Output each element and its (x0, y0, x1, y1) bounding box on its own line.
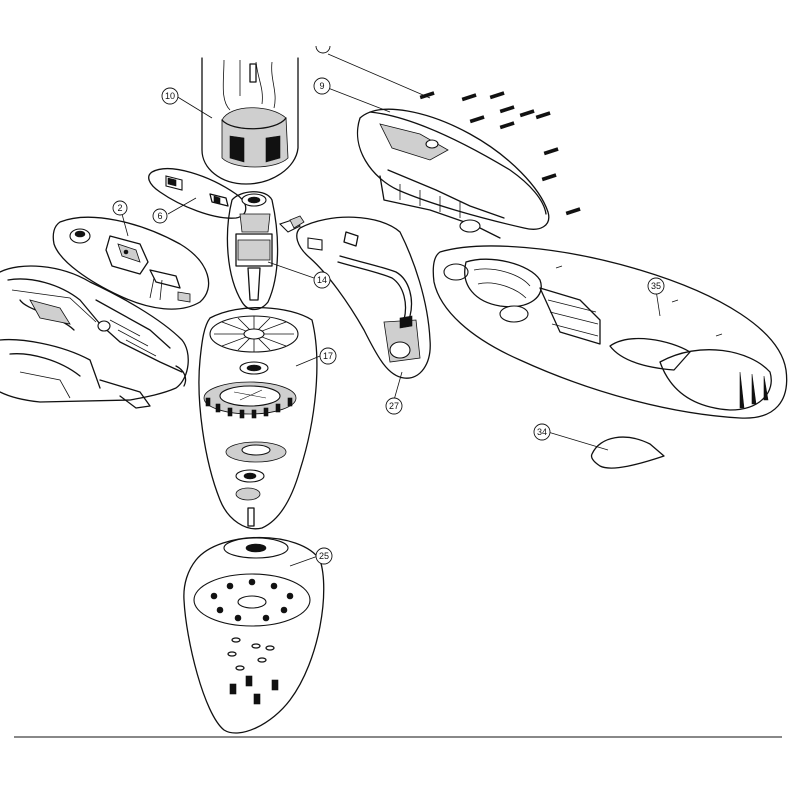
stator-group (201, 57, 299, 185)
callout-6-label: 6 (157, 211, 162, 221)
sander-body-assembly (0, 265, 189, 409)
callout-27: 27 (385, 397, 403, 415)
housing-half-group (356, 91, 581, 239)
sanding-pad-group (183, 536, 325, 734)
switch-capacitor-group (52, 216, 210, 310)
callout-10: 10 (161, 87, 179, 105)
callout-14: 14 (313, 271, 331, 289)
callout-2: 2 (112, 200, 128, 216)
callout-35: 35 (647, 277, 665, 295)
callout-9: 9 (313, 77, 331, 95)
cord-set-group (296, 216, 431, 379)
armature-group (226, 191, 305, 311)
housing-right-group (432, 245, 788, 419)
callout-6: 6 (152, 208, 168, 224)
callout-27-label: 27 (389, 401, 399, 411)
callout-25: 25 (315, 547, 333, 565)
callout-17-label: 17 (323, 351, 333, 361)
dust-seal-part (590, 436, 665, 469)
brush-holder-group (148, 168, 247, 219)
callout-34-label: 34 (537, 427, 547, 437)
callout-25-label: 25 (319, 551, 329, 561)
callout-partial-top (315, 45, 331, 54)
callout-35-label: 35 (651, 281, 661, 291)
fan-bearing-group (198, 306, 318, 530)
callout-14-label: 14 (317, 275, 327, 285)
callout-9-label: 9 (319, 81, 324, 91)
callout-17: 17 (319, 347, 337, 365)
callout-10-label: 10 (165, 91, 175, 101)
callout-34: 34 (533, 423, 551, 441)
leader-lines (121, 53, 661, 567)
callout-2-label: 2 (117, 203, 122, 213)
